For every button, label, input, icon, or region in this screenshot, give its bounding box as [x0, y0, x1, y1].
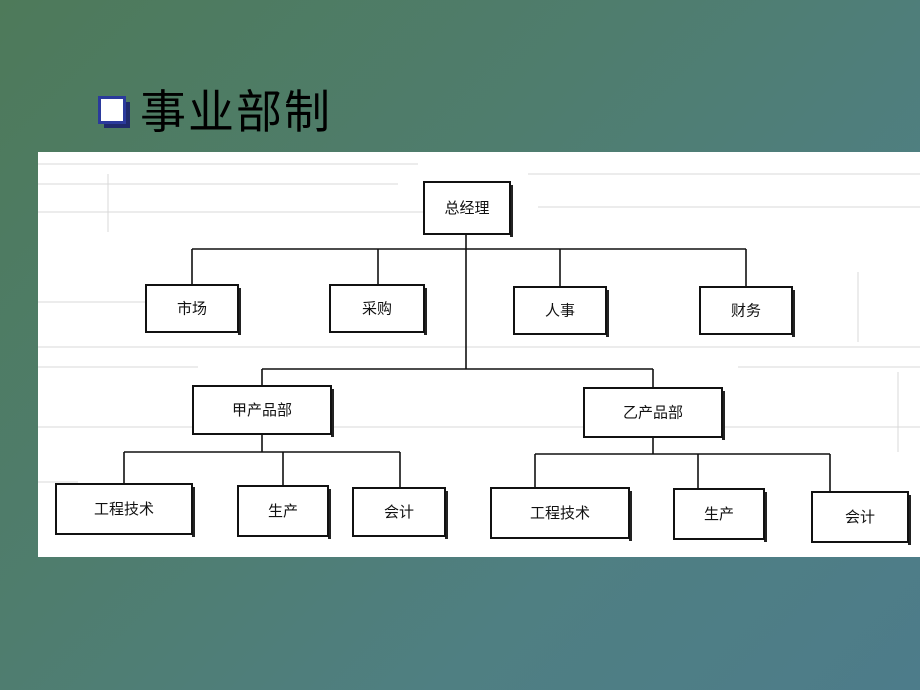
node-division-2-unit-3-shadow [908, 495, 911, 545]
slide-title: 事业部制 [98, 82, 332, 142]
node-division-1-unit-1-box [55, 483, 193, 535]
node-root-box [423, 181, 511, 235]
node-staff-1-shadow [238, 288, 241, 335]
node-root: 总经理 [423, 181, 513, 237]
node-division-2-unit-2-shadow [764, 492, 767, 542]
node-staff-2: 采购 [329, 284, 427, 335]
node-staff-1-box [145, 284, 239, 333]
node-division-1-unit-2-label: 生产 [268, 502, 298, 520]
node-division-1-unit-3-label: 会计 [384, 503, 414, 521]
org-chart-connectors [123, 234, 831, 492]
node-division-2-unit-1-shadow [629, 491, 632, 541]
node-root-label: 总经理 [444, 199, 489, 217]
scan-background [38, 163, 920, 483]
node-staff-3-box [513, 286, 607, 335]
node-division-2-unit-3-label: 会计 [845, 508, 875, 526]
node-division-1-unit-2: 生产 [237, 485, 331, 539]
node-division-1-unit-1-shadow [192, 487, 195, 537]
node-staff-1-label: 市场 [177, 300, 207, 318]
node-staff-1: 市场 [145, 284, 241, 335]
node-division-1: 甲产品部 [192, 385, 334, 437]
node-division-2: 乙产品部 [583, 387, 725, 440]
node-division-2-shadow [722, 391, 725, 440]
node-division-2-unit-3-box [811, 491, 909, 543]
node-division-2-unit-1: 工程技术 [490, 487, 632, 541]
node-division-1-unit-3-box [352, 487, 446, 537]
node-division-2-unit-3: 会计 [811, 491, 911, 545]
node-staff-2-box [329, 284, 425, 333]
square-bullet-icon [98, 96, 130, 128]
node-division-1-box [192, 385, 332, 435]
node-division-2-unit-1-label: 工程技术 [530, 504, 590, 522]
node-staff-4-box [699, 286, 793, 335]
node-staff-3-label: 人事 [545, 302, 575, 320]
node-division-2-unit-1-box [490, 487, 630, 539]
node-division-2-unit-2: 生产 [673, 488, 767, 542]
node-staff-3-shadow [606, 290, 609, 337]
node-staff-2-shadow [424, 288, 427, 335]
node-division-1-unit-1-label: 工程技术 [94, 500, 154, 518]
node-staff-4-label: 财务 [731, 302, 761, 320]
node-division-1-unit-2-shadow [328, 489, 331, 539]
node-division-1-shadow [331, 389, 334, 437]
node-division-2-unit-2-label: 生产 [704, 505, 734, 523]
node-staff-2-label: 采购 [362, 300, 392, 318]
node-division-1-unit-3: 会计 [352, 487, 448, 539]
node-division-1-label: 甲产品部 [232, 401, 292, 419]
node-staff-3: 人事 [513, 286, 609, 337]
node-division-1-unit-1: 工程技术 [55, 483, 195, 537]
node-division-2-box [583, 387, 723, 438]
node-root-shadow [510, 185, 513, 237]
node-division-1-unit-2-box [237, 485, 329, 537]
node-division-2-unit-2-box [673, 488, 765, 540]
page-title: 事业部制 [140, 85, 332, 139]
org-chart-panel: 总经理市场 采购 人事 财务甲产品部工程技术 生产 会计 乙产品部工程技术 生产 会计 [38, 152, 920, 557]
node-division-2-label: 乙产品部 [623, 404, 683, 422]
node-division-1-unit-3-shadow [445, 491, 448, 539]
node-staff-4-shadow [792, 290, 795, 337]
node-staff-4: 财务 [699, 286, 795, 337]
